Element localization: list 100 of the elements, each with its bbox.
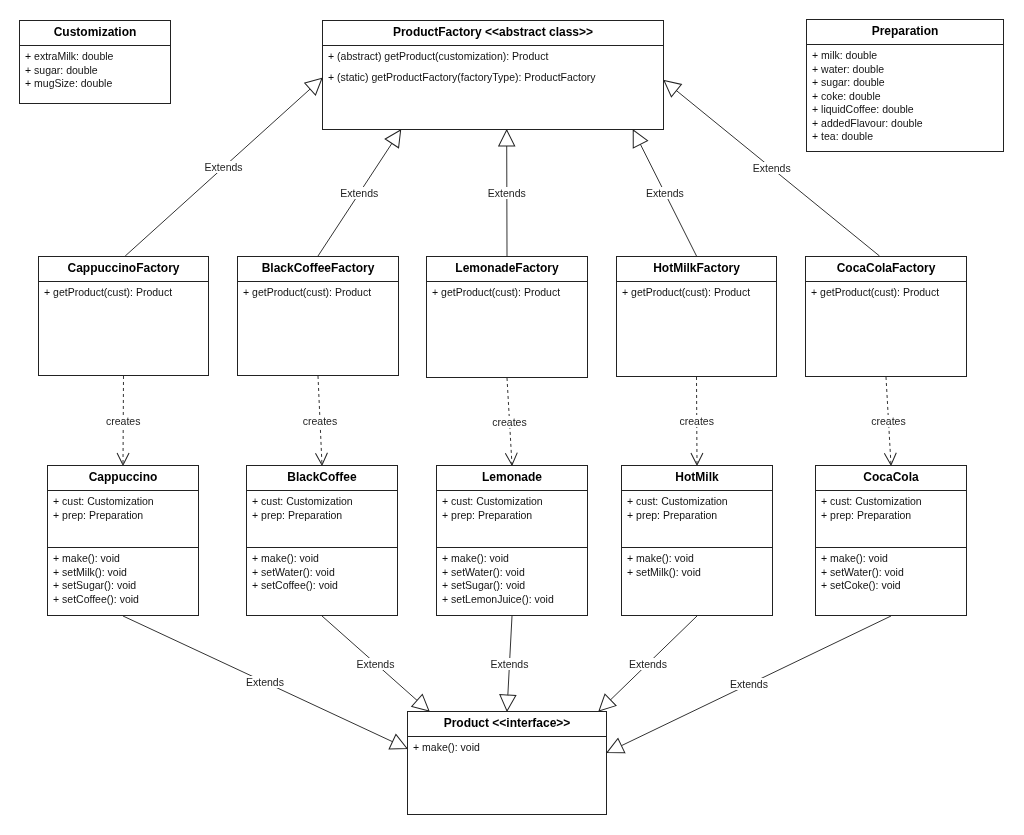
member-text: + getProduct(cust): Product [243,286,373,300]
class-box [806,19,1004,152]
member-text: + make(): void [252,552,320,566]
inheritance-arrow [122,615,408,750]
member-text: + make(): void [627,552,695,566]
inheritance-arrow [606,615,892,754]
member-text: + setWater(): void [252,565,336,579]
member-text: + cust: Customization [53,495,155,509]
member-text: + setCoffee(): void [252,579,339,593]
member-text: + sugar: double [25,63,99,77]
class-box [426,256,588,378]
member-text: + prep: Preparation [53,508,145,522]
member-text: + setWater(): void [442,565,526,579]
inheritance-arrow [498,129,516,257]
inheritance-arrow [499,615,517,712]
class-name: LemonadeFactory [427,257,587,282]
member-text: + addedFlavour: double [812,116,924,130]
member-text: + make(): void [821,552,889,566]
member-text: + cust: Customization [627,495,729,509]
member-text: + coke: double [812,89,882,103]
member-text: + extraMilk: double [25,50,115,64]
edge-label: Extends [643,187,686,199]
class-box [621,465,773,616]
inheritance-arrow [124,77,323,257]
member-text: + prep: Preparation [442,508,534,522]
class-box [47,465,199,616]
edge-label: creates [104,414,143,427]
member-text: + getProduct(cust): Product [811,286,941,300]
class-box [805,256,967,377]
inheritance-arrow [321,615,430,712]
edge-label: creates [869,415,908,427]
class-box [815,465,967,616]
class-name: Product <<interface>> [408,712,606,737]
member-text: + cust: Customization [821,495,923,509]
member-text: + make(): void [413,741,481,755]
inheritance-arrow [598,615,698,712]
edge-label: creates [300,414,340,427]
edge-label: creates [490,415,529,428]
edge-label: Extends [728,678,770,691]
edge-label: Extends [202,161,245,174]
dashed-arrow [883,376,897,466]
member-text: + (static) getProductFactory(factoryType): ProductFactory [328,70,597,84]
class-name: BlackCoffeeFactory [238,257,398,282]
edge-label: Extends [485,187,528,199]
dashed-arrow [504,377,518,466]
member-text: + liquidCoffee: double [812,103,915,117]
member-text: + make(): void [53,552,121,566]
class-box [237,256,399,376]
member-text: + prep: Preparation [252,508,344,522]
member-text: + (abstract) getProduct(customization): Product [328,50,550,64]
class-name: Lemonade [437,466,587,491]
class-name: Customization [20,21,170,46]
class-name: CocaColaFactory [806,257,966,282]
member-text: + cust: Customization [252,495,354,509]
member-text: + make(): void [442,552,510,566]
inheritance-arrow [632,129,697,257]
class-box [38,256,209,376]
member-text: + setLemonJuice(): void [442,592,555,606]
member-text: + getProduct(cust): Product [432,286,562,300]
dashed-arrow [690,376,704,466]
class-name: HotMilk [622,466,772,491]
class-name: ProductFactory <<abstract class>> [323,21,663,46]
class-name: CocaCola [816,466,966,491]
member-text: + milk: double [812,49,879,63]
member-text: + setSugar(): void [53,579,138,593]
class-box [322,20,664,130]
class-name: CappuccinoFactory [39,257,208,282]
class-box [616,256,777,377]
member-text: + setWater(): void [821,565,905,579]
member-text: + cust: Customization [442,495,544,509]
edge-label: Extends [338,187,381,199]
member-text: + setMilk(): void [627,565,702,579]
member-text: + prep: Preparation [627,508,719,522]
edge-label: Extends [244,676,286,689]
member-text: + setMilk(): void [53,565,128,579]
edge-label: Extends [750,162,793,175]
inheritance-arrow [317,129,402,257]
class-name: Cappuccino [48,466,198,491]
class-box [436,465,588,616]
edge-label: creates [677,415,716,427]
edge-label: Extends [627,657,669,670]
member-text: + setCoffee(): void [53,592,140,606]
dashed-arrow [314,375,328,466]
inheritance-arrow [663,80,880,257]
member-text: + water: double [812,62,886,76]
edge-label: Extends [488,657,531,670]
member-text: + mugSize: double [25,77,114,91]
member-text: + sugar: double [812,76,886,90]
edge-label: Extends [354,657,397,670]
class-name: HotMilkFactory [617,257,776,282]
member-text: + setCoke(): void [821,579,902,593]
class-box [407,711,607,815]
class-box [246,465,398,616]
class-box [19,20,171,104]
member-text: + setSugar(): void [442,579,527,593]
dashed-arrow [116,375,130,466]
class-name: BlackCoffee [247,466,397,491]
member-text: + getProduct(cust): Product [44,286,174,300]
class-name: Preparation [807,20,1003,45]
member-text: + tea: double [812,130,874,144]
